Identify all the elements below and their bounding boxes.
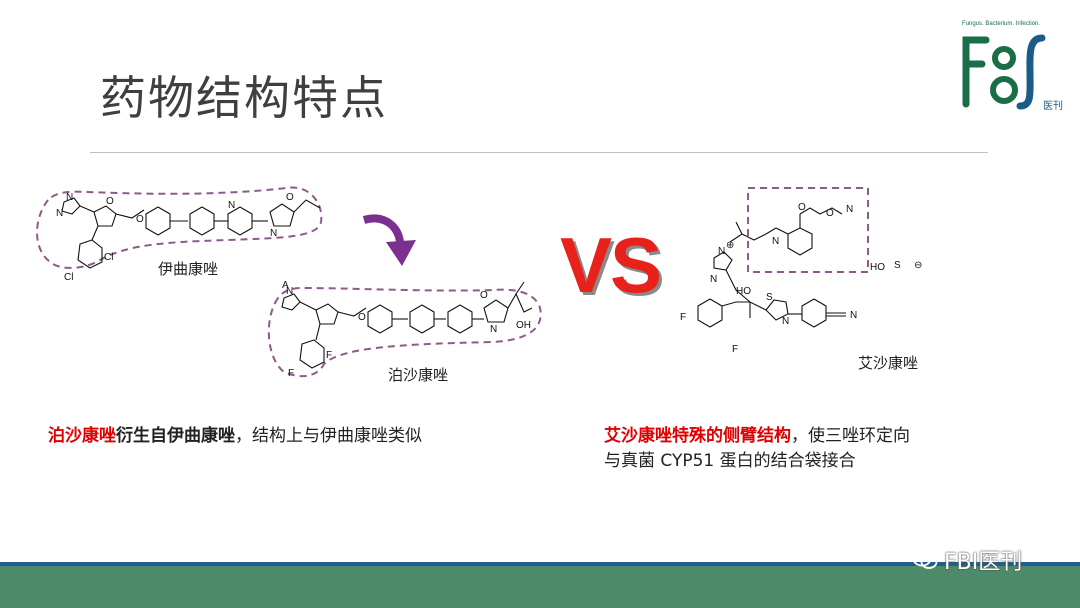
itra-atom-n4: N: [270, 228, 277, 239]
isav-atom-ho2: HO: [870, 262, 885, 273]
isav-atom-ho: HO: [736, 286, 751, 297]
logo-tagline: Fungus. Bacterium. Infection.: [962, 21, 1041, 27]
posaconazole-label: 泊沙康唑: [388, 366, 449, 384]
wechat-icon: [912, 549, 938, 569]
title-divider: [90, 152, 988, 153]
footer-bar-top: [0, 562, 1080, 566]
posa-atom-n2: N: [490, 324, 497, 335]
posaconazole-structure: A N O O N OH F F: [267, 280, 542, 379]
left-desc-highlight: 泊沙康唑: [48, 426, 116, 446]
left-description: 泊沙康唑衍生自伊曲康唑，结构上与伊曲康唑类似: [48, 424, 422, 449]
right-description: 艾沙康唑特殊的侧臂结构，使三唑环定向 与真菌 CYP51 蛋白的结合袋接合: [604, 424, 910, 474]
posa-atom-a: A: [282, 280, 289, 291]
derivation-arrow-icon: [362, 214, 416, 266]
fbi-logo-icon: [962, 34, 1046, 110]
isavuconazole-label: 艾沙康唑: [858, 354, 919, 372]
posa-atom-o2: O: [480, 290, 488, 301]
isav-atom-s2: S: [894, 260, 901, 271]
right-desc-rest: ，使三唑环定向: [791, 426, 910, 446]
posa-atom-oh: OH: [516, 320, 531, 331]
posa-atom-n1: N: [286, 286, 293, 297]
isav-atom-n3: N: [772, 236, 779, 247]
itra-atom-cl2: Cl: [64, 272, 73, 283]
isav-atom-cn: N: [850, 310, 857, 321]
itra-atom-cl1: Cl: [104, 252, 113, 263]
isav-atom-n5: N: [782, 316, 789, 327]
isav-atom-f1: F: [680, 312, 686, 323]
itraconazole-label: 伊曲康唑: [158, 260, 219, 278]
left-desc-rest: ，结构上与伊曲康唑类似: [235, 426, 422, 446]
posa-atom-f2: F: [288, 368, 294, 379]
itraconazole-structure: N N O O N O N Cl Cl: [36, 186, 323, 283]
watermark: FBI医刊: [912, 545, 1022, 575]
watermark-text: FBI医刊: [944, 550, 1023, 575]
itra-atom-n2: N: [56, 208, 63, 219]
vs-label: VS: [560, 221, 662, 309]
posa-atom-o1: O: [358, 312, 366, 323]
isavuconazole-structure: N ⊕ N N O O N HO S N N F F HO S ⊖: [680, 187, 922, 355]
isav-atom-n2: N: [710, 274, 717, 285]
isav-atom-f2: F: [732, 344, 738, 355]
right-desc-line2: 与真菌 CYP51 蛋白的结合袋接合: [604, 451, 856, 471]
isav-charge-minus: ⊖: [914, 260, 922, 271]
right-desc-highlight: 艾沙康唑特殊的侧臂结构: [604, 426, 791, 446]
isav-atom-n-plus: N: [718, 246, 725, 257]
page-title: 药物结构特点: [100, 71, 388, 125]
itra-atom-n1: N: [66, 192, 73, 203]
itra-atom-o3: O: [286, 192, 294, 203]
logo-subtitle: 医刊: [1043, 101, 1063, 112]
left-desc-bold: 衍生自伊曲康唑: [116, 426, 235, 446]
itra-atom-o2: O: [136, 214, 144, 225]
isav-atom-o2: O: [826, 208, 834, 219]
posa-atom-f1: F: [326, 350, 332, 361]
itra-atom-n3: N: [228, 200, 235, 211]
footer-bar: [0, 566, 1080, 608]
isav-atom-s: S: [766, 292, 773, 303]
itra-atom-o1: O: [106, 196, 114, 207]
isav-charge-plus: ⊕: [726, 240, 734, 251]
isav-atom-n4: N: [846, 204, 853, 215]
isav-atom-o1: O: [798, 202, 806, 213]
